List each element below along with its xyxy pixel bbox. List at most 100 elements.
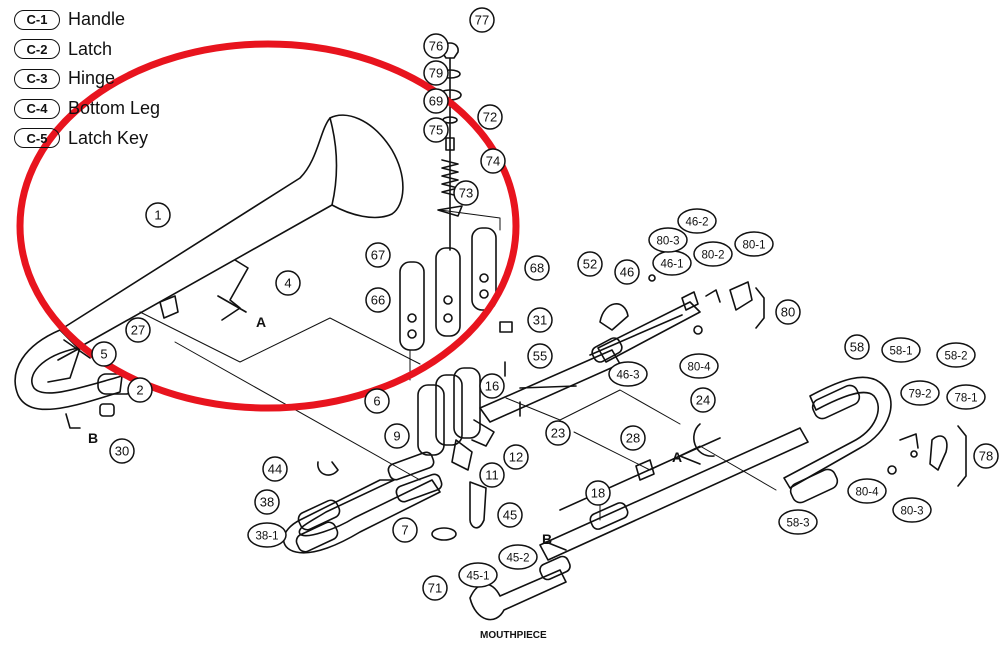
callout-46-2: 46-2	[677, 208, 717, 234]
parts-legend: C-1 Handle C-2 Latch C-3 Hinge C-4 Botto…	[14, 5, 274, 153]
callout-label: 6	[373, 394, 380, 409]
callout-label: 45-1	[466, 571, 489, 583]
callout-circle	[614, 259, 640, 285]
callout-label: 24	[696, 393, 710, 408]
callout-label: 46-2	[685, 217, 708, 229]
instrument-drawing	[14, 42, 967, 621]
callout-label: 44	[268, 462, 282, 477]
callout-circle	[384, 423, 410, 449]
callout-circle	[423, 60, 449, 86]
callout-79: 79	[423, 60, 449, 86]
callout-31: 31	[527, 307, 553, 333]
legend-label: Latch Key	[68, 127, 149, 148]
callout-label: 7	[401, 523, 408, 538]
callout-80-4: 80-4	[847, 478, 887, 504]
callout-circle	[545, 420, 571, 446]
callout-7: 7	[392, 517, 418, 543]
callout-circle	[262, 456, 288, 482]
callout-45-2: 45-2	[498, 544, 538, 570]
callout-label: 11	[485, 468, 499, 483]
callout-circle	[247, 522, 287, 548]
callout-circle	[479, 373, 505, 399]
bell-inner	[329, 117, 338, 206]
callout-circle	[620, 425, 646, 451]
callout-label: 30	[115, 444, 129, 459]
callout-38: 38	[254, 489, 280, 515]
callout-label: 46-1	[660, 259, 683, 271]
callout-1: 1	[145, 202, 171, 228]
callout-46-1: 46-1	[652, 250, 692, 276]
callout-label: 16	[485, 379, 499, 394]
callout-circle	[946, 384, 986, 410]
callout-16: 16	[479, 373, 505, 399]
legend-row: C-1 Handle	[14, 5, 274, 35]
callout-label: 58-3	[786, 518, 809, 530]
callout-label: 71	[428, 581, 442, 596]
small-parts	[387, 274, 948, 541]
valve-casings	[399, 227, 497, 456]
callout-label: 38-1	[255, 531, 278, 543]
callout-67: 67	[365, 242, 391, 268]
callout-circle	[648, 227, 688, 253]
callout-label: 69	[429, 94, 443, 109]
callout-label: 46	[620, 265, 634, 280]
legend-code: C-3	[14, 68, 60, 89]
callout-label: 79	[429, 66, 443, 81]
callout-circle	[608, 361, 648, 387]
callout-label: 45-2	[506, 553, 529, 565]
callout-label: 28	[626, 431, 640, 446]
callout-18: 18	[585, 480, 611, 506]
callout-circle	[585, 480, 611, 506]
callout-label: 75	[429, 123, 443, 138]
callout-circle	[847, 478, 887, 504]
legend-label: Bottom Leg	[68, 98, 161, 119]
callout-circle	[127, 377, 153, 403]
callout-58-1: 58-1	[881, 337, 921, 363]
callout-46: 46	[614, 259, 640, 285]
callout-label: 78	[979, 449, 993, 464]
callout-80-3: 80-3	[892, 497, 932, 523]
mouthpiece-label: MOUTHPIECE	[480, 630, 547, 641]
callout-label: 80-1	[742, 240, 765, 252]
callout-label: 66	[371, 293, 385, 308]
callout-circle	[734, 231, 774, 257]
tuning-slide-58	[783, 376, 892, 504]
callout-label: 68	[530, 261, 544, 276]
callout-80-3: 80-3	[648, 227, 688, 253]
callout-76: 76	[423, 33, 449, 59]
callout-45: 45	[497, 502, 523, 528]
callout-label: 76	[429, 39, 443, 54]
callout-circle	[973, 443, 999, 469]
callout-circle	[497, 502, 523, 528]
callout-78: 78	[973, 443, 999, 469]
callout-label: 80-4	[855, 487, 879, 499]
callout-label: 80-4	[687, 362, 711, 374]
callout-circle	[936, 342, 976, 368]
callout-6: 6	[364, 388, 390, 414]
callout-circle	[453, 180, 479, 206]
callout-circle	[423, 88, 449, 114]
callout-46-3: 46-3	[608, 361, 648, 387]
callout-label: 9	[393, 429, 400, 444]
callout-30: 30	[109, 438, 135, 464]
callout-78-1: 78-1	[946, 384, 986, 410]
brace-4	[221, 259, 249, 321]
legend-label: Hinge	[68, 68, 116, 89]
callout-circle	[479, 462, 505, 488]
callout-circle	[524, 255, 550, 281]
callout-38-1: 38-1	[247, 522, 287, 548]
callout-label: 46-3	[616, 370, 639, 382]
legend-row: C-4 Bottom Leg	[14, 94, 274, 124]
callout-circle	[775, 299, 801, 325]
arrow-b-mid	[545, 541, 567, 551]
bracket-78	[957, 425, 967, 487]
marker-a: A	[672, 449, 682, 465]
callout-circle	[125, 317, 151, 343]
callout-2: 2	[127, 377, 153, 403]
callout-label: 38	[260, 495, 274, 510]
callout-label: 1	[154, 208, 161, 223]
callout-5: 5	[91, 341, 117, 367]
callout-66: 66	[365, 287, 391, 313]
callout-58-3: 58-3	[778, 509, 818, 535]
callout-circle	[254, 489, 280, 515]
